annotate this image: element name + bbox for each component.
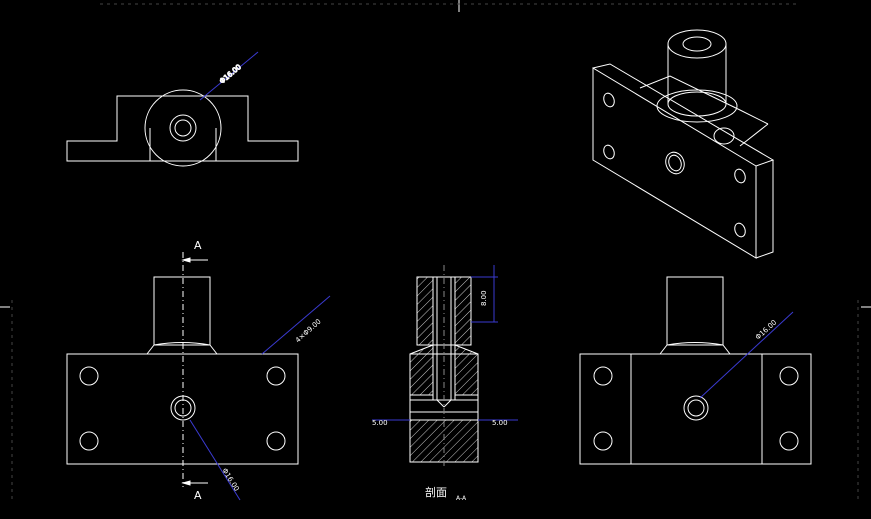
dim-section-height: 8.00 (480, 290, 488, 306)
dim-section-right: 5.00 (492, 419, 508, 427)
dim-right-view-diameter: Φ16.00 (754, 318, 778, 341)
right-view: Φ16.00 (579, 276, 812, 465)
section-view: 8.00 5.00 5.00 剖面 A-A (372, 265, 518, 502)
front-view: A A 4×Φ9.00 Φ16.00 (66, 239, 331, 502)
section-mark-bottom: A (194, 489, 202, 502)
top-view: Φ16.00 (66, 51, 299, 167)
section-title: 剖面 (425, 485, 447, 499)
section-mark-top: A (194, 239, 202, 252)
frame-ticks (0, 0, 871, 500)
dim-front-view-holes: 4×Φ9.00 (294, 318, 323, 345)
dim-front-view-center-hole: Φ16.00 (220, 467, 240, 493)
dim-top-view-diameter: Φ16.00 (218, 63, 243, 86)
isometric-view (592, 29, 775, 259)
section-title-suffix: A-A (456, 495, 467, 502)
dim-section-left: 5.00 (372, 419, 388, 427)
